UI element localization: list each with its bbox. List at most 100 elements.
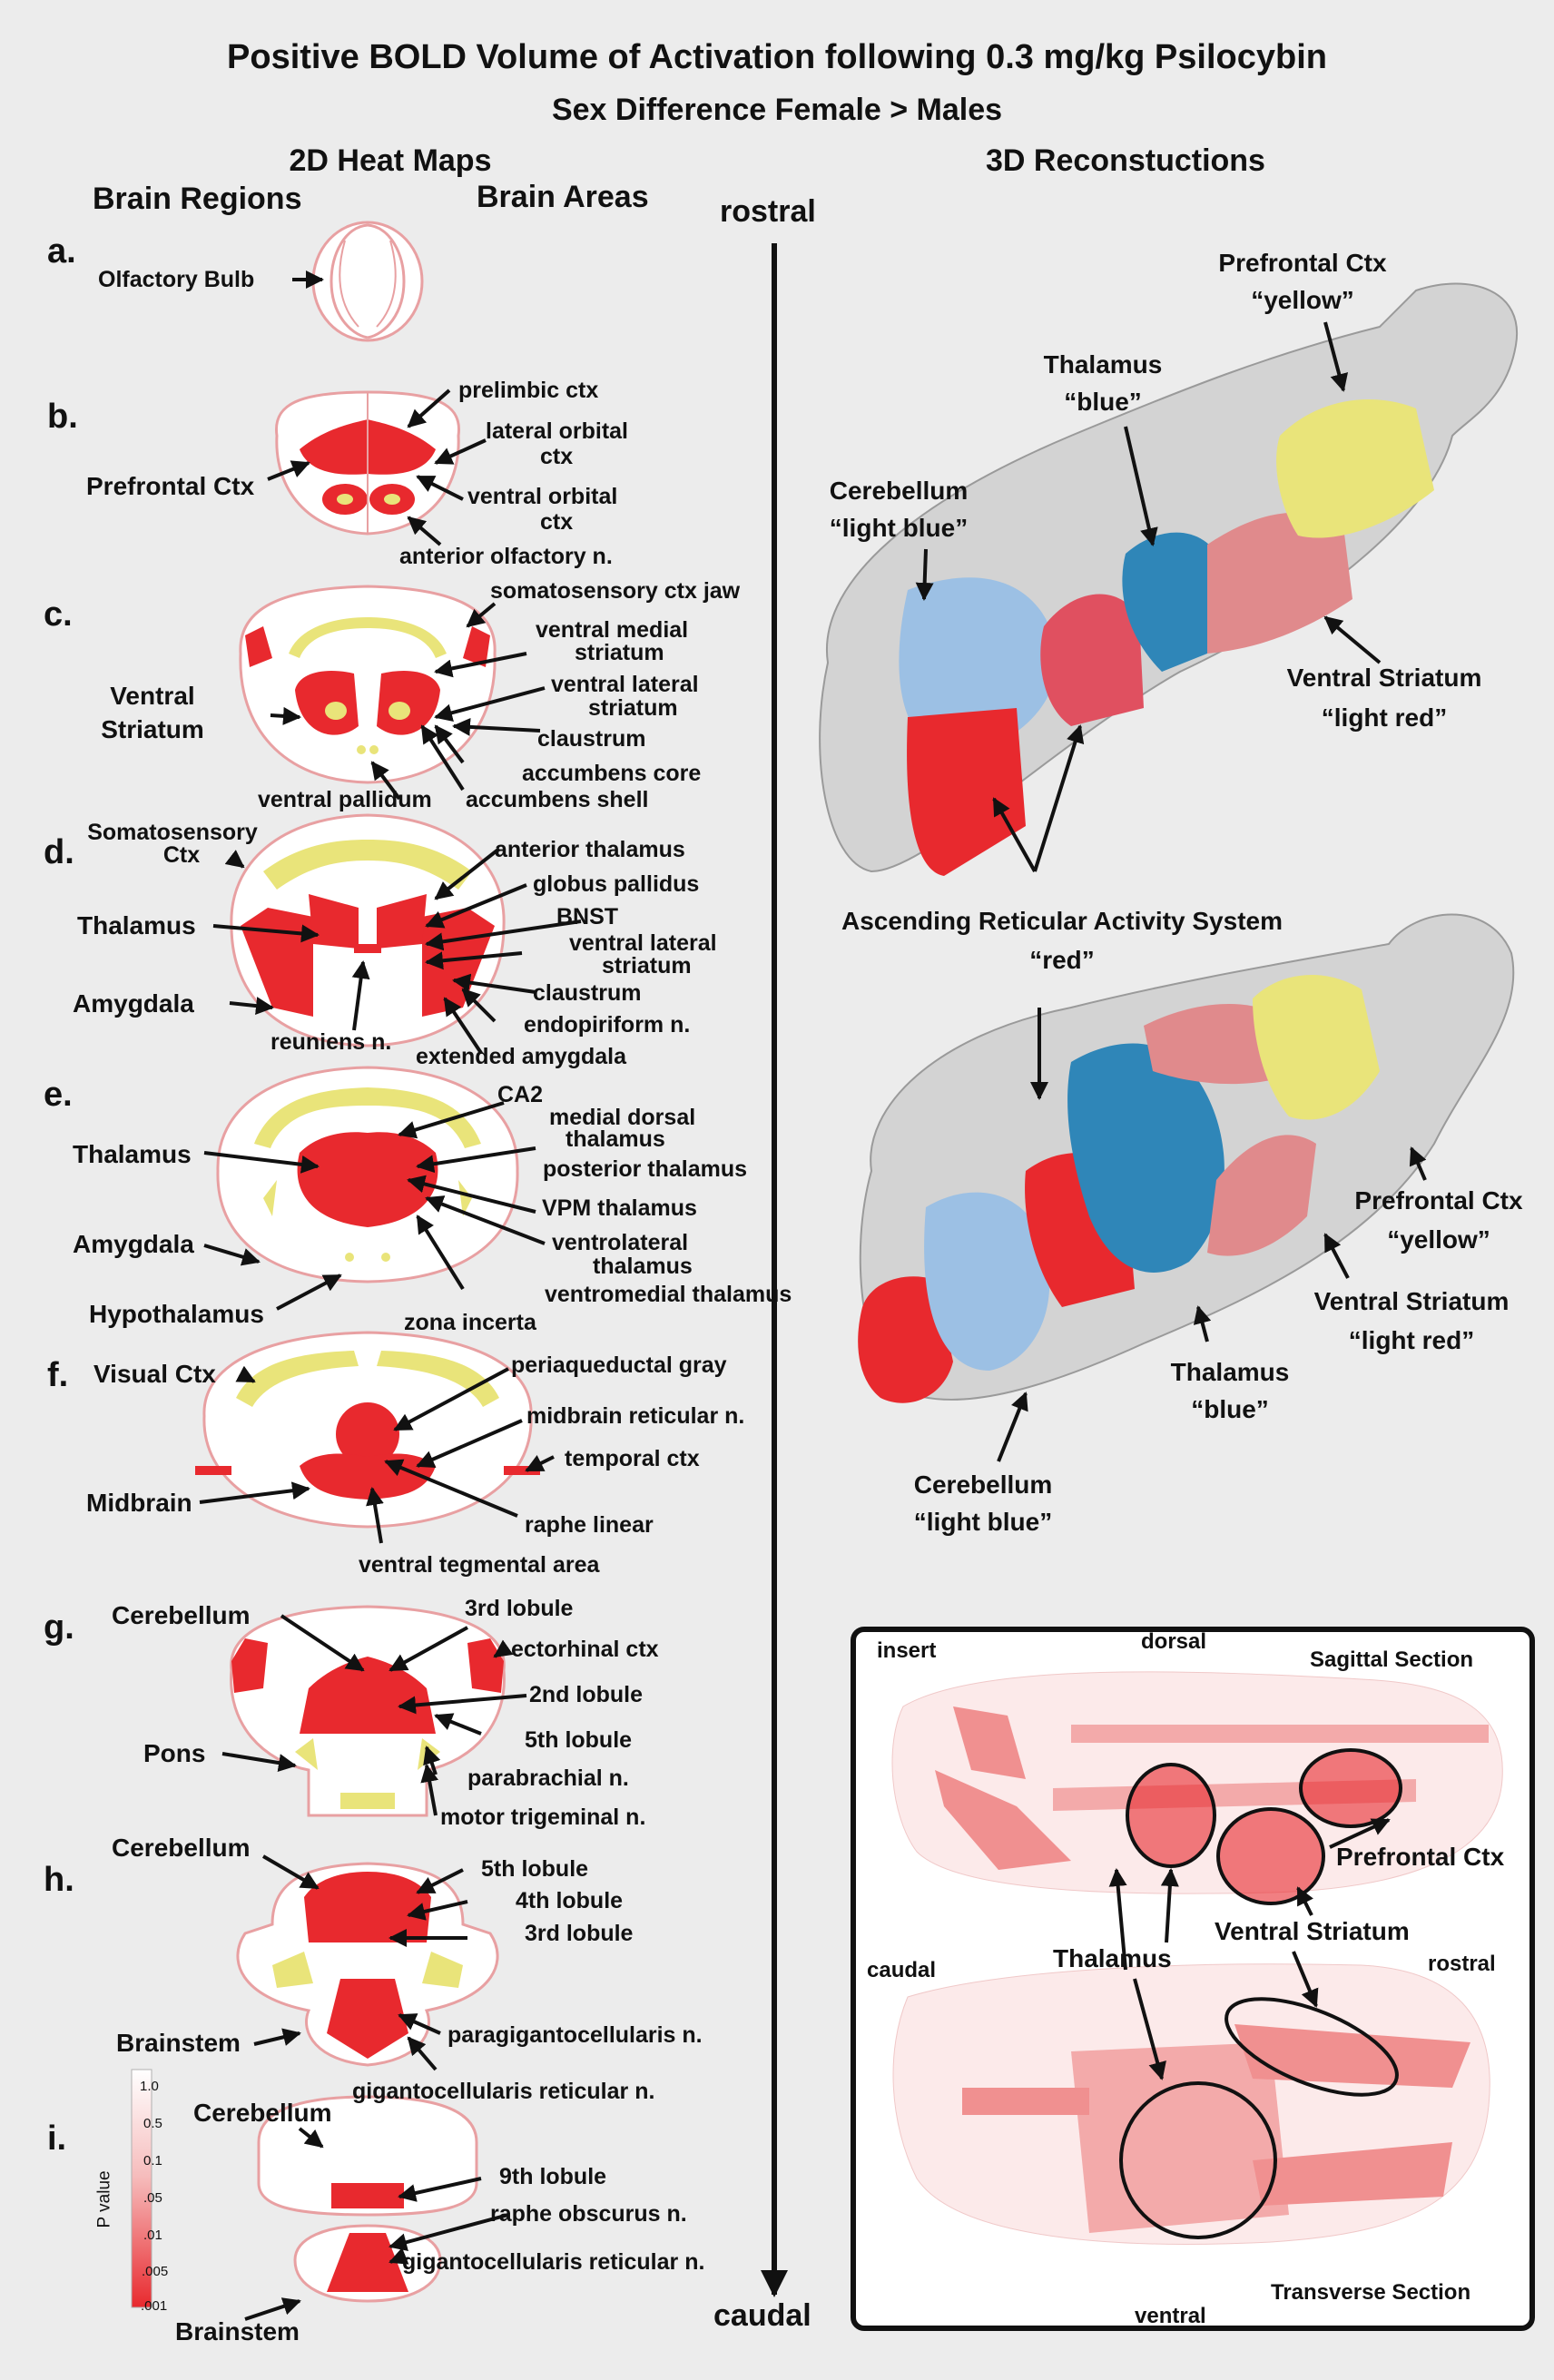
panel-c-letter: c. (44, 595, 73, 634)
reconstruction-top (819, 282, 1519, 876)
olfactory-bulb-section (311, 221, 424, 342)
area-label: reuniens n. (270, 1029, 392, 1055)
area-label: thalamus (566, 1126, 665, 1152)
area-label: ventral tegmental area (359, 1552, 600, 1578)
area-label: ventral lateral (569, 930, 717, 956)
scale-tick: .001 (141, 2298, 168, 2314)
recon-label: Prefrontal Ctx (1218, 249, 1387, 277)
area-label: medial dorsal (549, 1105, 696, 1130)
area-label: 9th lobule (499, 2164, 607, 2189)
area-label: motor trigeminal n. (440, 1805, 646, 1830)
scale-tick: .05 (143, 2190, 162, 2206)
recon-label: Thalamus (1043, 350, 1163, 379)
region-label: Hypothalamus (89, 1300, 264, 1328)
region-label: Cerebellum (112, 1834, 251, 1862)
area-label: raphe obscurus n. (490, 2201, 687, 2227)
scale-tick: .005 (142, 2264, 169, 2279)
pointer-arrows (199, 270, 1427, 2321)
region-label: Ctx (162, 842, 201, 868)
area-label: ventral orbital (467, 484, 618, 509)
region-label: Brainstem (116, 2029, 241, 2057)
insert-label: Transverse Section (1271, 2280, 1471, 2305)
figure-title: Positive BOLD Volume of Activation follo… (227, 38, 1327, 76)
area-label: claustrum (537, 726, 646, 752)
area-label: ventral lateral (551, 672, 699, 697)
area-label: 2nd lobule (529, 1682, 643, 1707)
area-label: thalamus (593, 1254, 693, 1279)
recon-label: Thalamus (1170, 1358, 1290, 1386)
area-label: 5th lobule (525, 1727, 633, 1753)
area-label: periaqueductal gray (511, 1352, 727, 1378)
area-label: striatum (588, 695, 678, 721)
panel-e-letter: e. (44, 1076, 73, 1114)
scale-tick: 1.0 (140, 2079, 159, 2094)
region-label: Cerebellum (193, 2099, 332, 2127)
recon-label: “yellow” (1387, 1225, 1490, 1254)
region-label: Amygdala (73, 989, 194, 1018)
area-label: posterior thalamus (543, 1156, 748, 1182)
region-label: Visual Ctx (93, 1360, 216, 1388)
region-label: Olfactory Bulb (98, 267, 255, 292)
area-label: endopiriform n. (524, 1012, 691, 1038)
area-label: extended amygdala (416, 1044, 627, 1069)
recon-label: “red” (1029, 946, 1095, 974)
area-label: parabrachial n. (467, 1765, 629, 1791)
area-label: anterior thalamus (495, 837, 685, 862)
insert-panel (851, 1627, 1535, 2331)
area-label: striatum (575, 640, 664, 665)
recon-label: Ventral Striatum (1313, 1287, 1510, 1315)
insert-label: Prefrontal Ctx (1336, 1843, 1505, 1871)
recon-label: “light blue” (829, 514, 969, 542)
recon-label: “light red” (1321, 703, 1448, 732)
recon-label: “blue” (1191, 1395, 1269, 1423)
area-label: BNST (556, 904, 619, 929)
area-label: CA2 (497, 1082, 544, 1107)
thalamus-transverse-ring (1119, 2081, 1277, 2239)
scale-tick: .01 (143, 2228, 162, 2243)
recon-label: “light red” (1348, 1326, 1475, 1354)
recon-label: “blue” (1064, 388, 1142, 416)
recon-label: Ventral Striatum (1286, 664, 1482, 692)
area-label: 3rd lobule (525, 1921, 634, 1946)
area-label: 4th lobule (516, 1888, 624, 1913)
ventral-striatum-transverse-ring (1225, 1997, 1399, 2097)
panel-i-letter: i. (47, 2119, 67, 2158)
area-label: paragigantocellularis n. (448, 2022, 703, 2048)
heat-maps-title: 2D Heat Maps (289, 143, 492, 178)
region-label: Amygdala (73, 1230, 194, 1258)
region-label: Thalamus (73, 1140, 192, 1168)
area-label: ctx (540, 444, 574, 469)
thalamus-sagittal-ring (1126, 1763, 1216, 1868)
thalamus-anterior-section (230, 813, 506, 1047)
recon-label: “yellow” (1251, 286, 1354, 314)
scale-tick: 0.1 (143, 2153, 162, 2169)
panel-h-letter: h. (44, 1861, 74, 1899)
brain-areas-label: Brain Areas (477, 180, 649, 214)
area-label: anterior olfactory n. (399, 544, 613, 569)
area-label: ventrolateral (552, 1230, 689, 1255)
area-label: zona incerta (404, 1310, 536, 1335)
thalamus-posterior-section (216, 1066, 519, 1283)
recon-title: 3D Reconstuctions (986, 143, 1265, 178)
area-label: 5th lobule (481, 1856, 589, 1882)
insert-label: ventral (1135, 2304, 1206, 2328)
area-label: lateral orbital (486, 418, 628, 444)
region-label: Midbrain (86, 1489, 192, 1517)
region-label: Ventral (110, 682, 195, 710)
cerebellum-brainstem-section (236, 1862, 499, 2067)
prefrontal-sagittal-ring (1299, 1748, 1402, 1828)
panel-a-letter: a. (47, 232, 76, 270)
panel-f-letter: f. (47, 1356, 69, 1394)
p-value-scale-bar (131, 2069, 152, 2308)
panel-g-letter: g. (44, 1608, 74, 1647)
recon-label: Cerebellum (913, 1470, 1053, 1499)
region-label: Prefrontal Ctx (86, 472, 255, 500)
recon-label: Prefrontal Ctx (1354, 1186, 1523, 1215)
area-label: ectorhinal ctx (511, 1637, 659, 1662)
area-label: 3rd lobule (465, 1596, 574, 1621)
area-label: VPM thalamus (542, 1195, 697, 1221)
panel-d-letter: d. (44, 833, 74, 871)
area-label: globus pallidus (533, 871, 700, 897)
